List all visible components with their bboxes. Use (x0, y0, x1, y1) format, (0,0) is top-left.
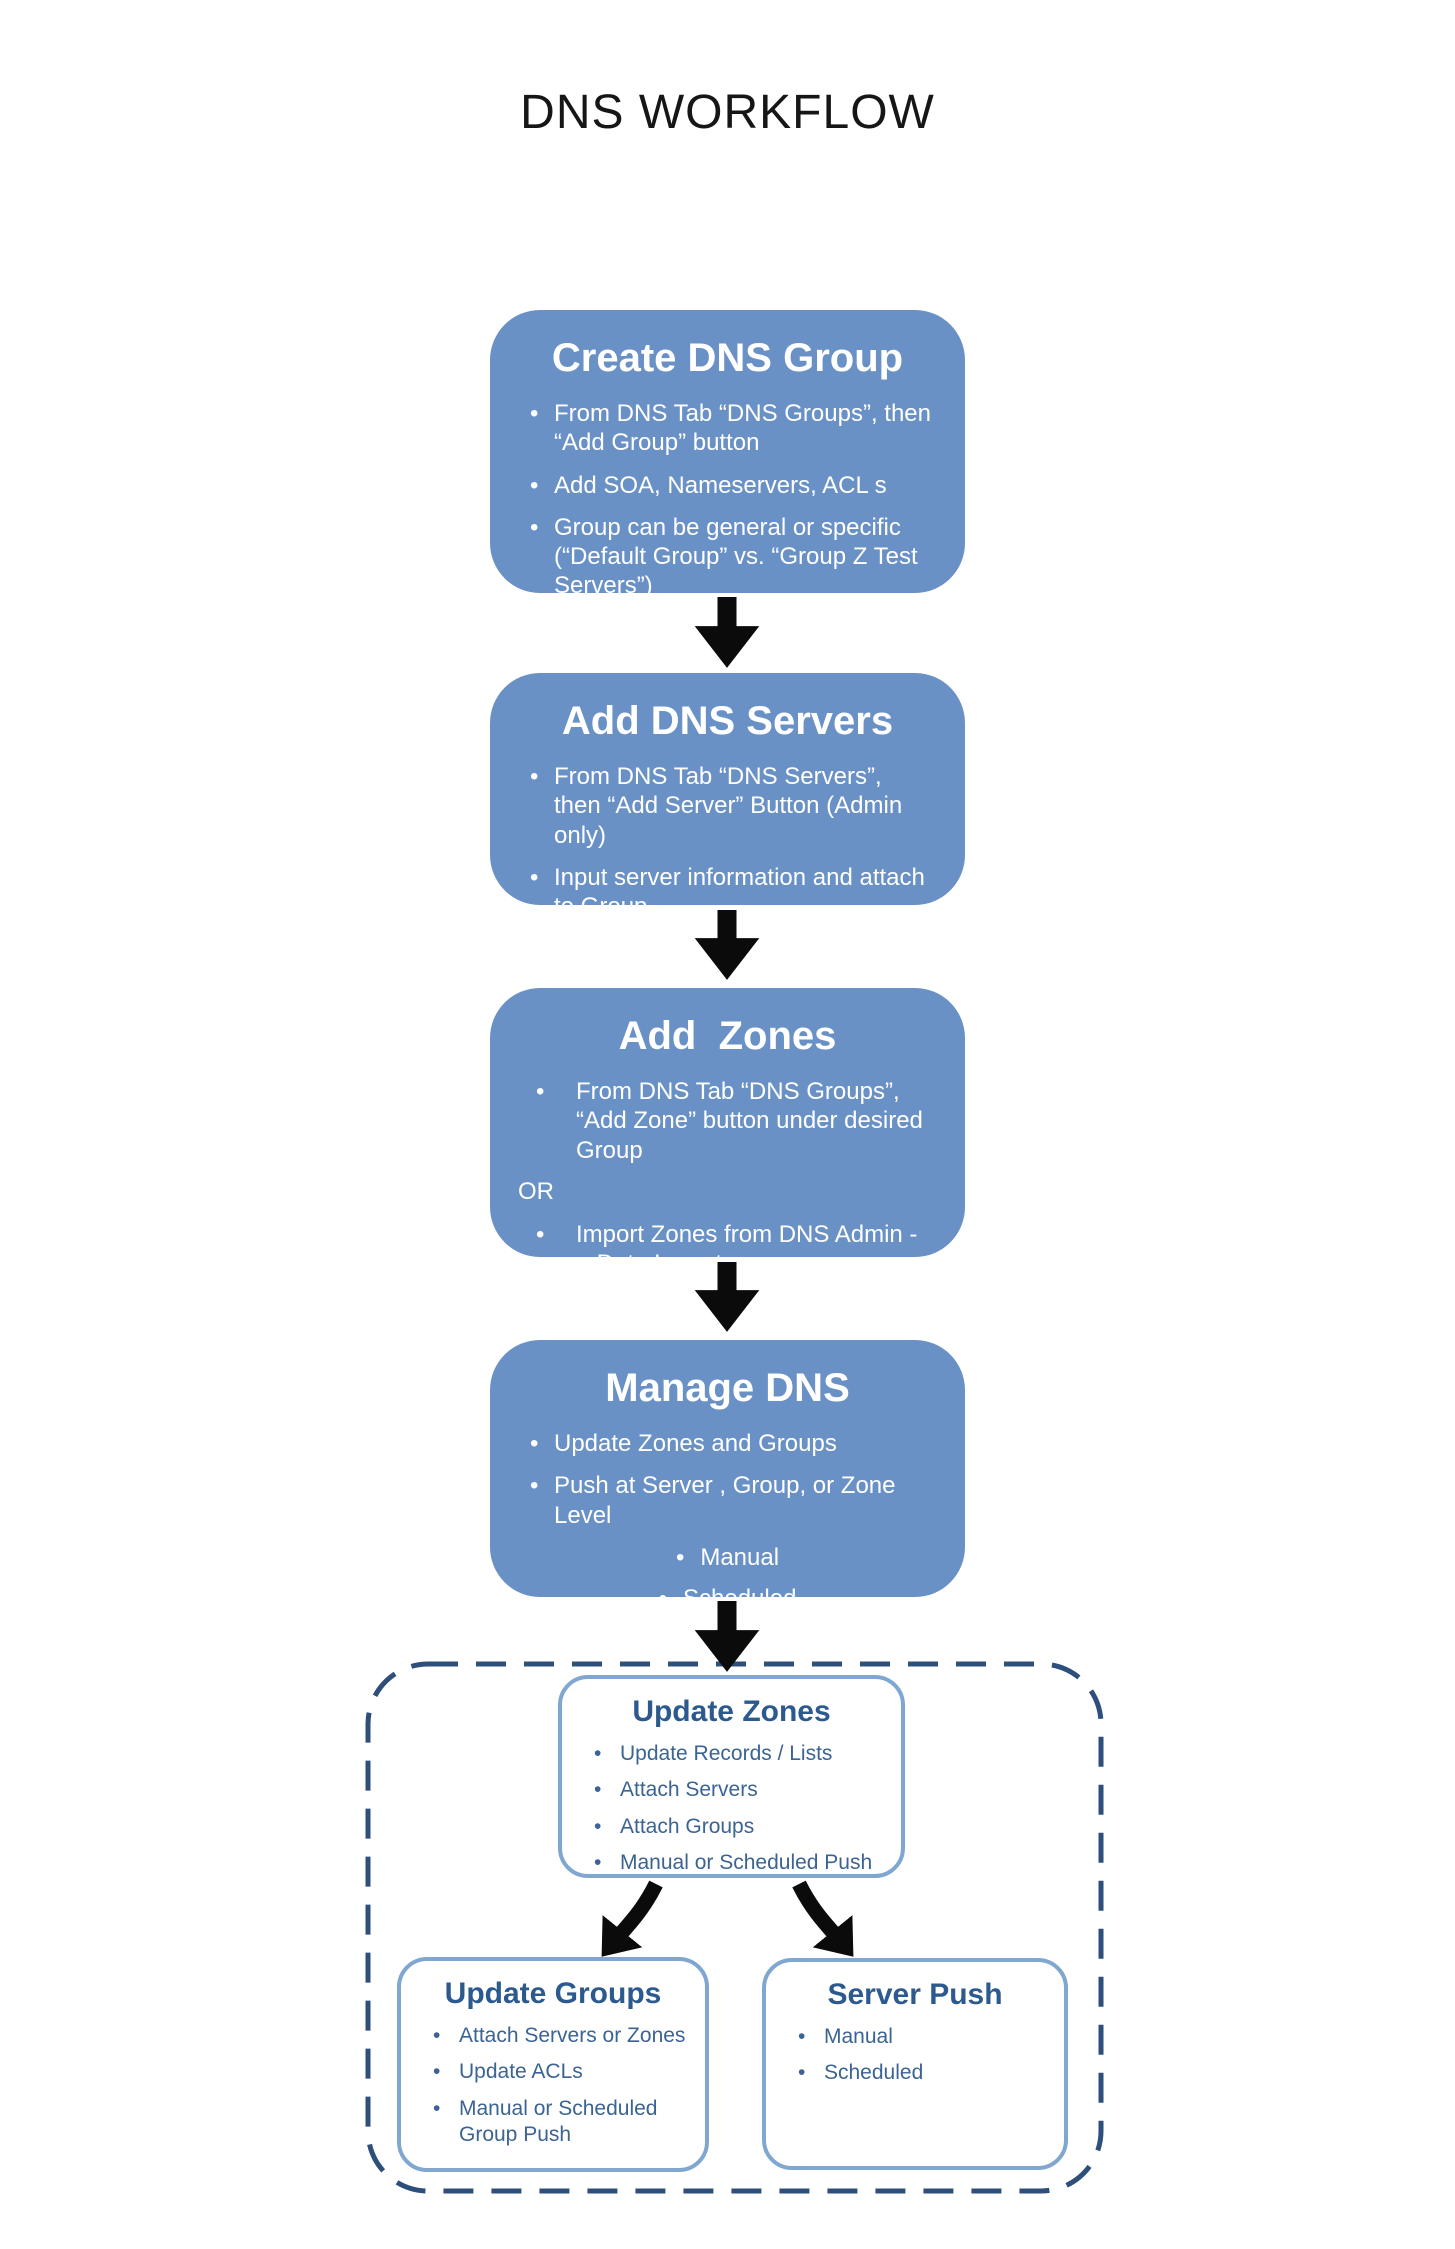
curved-arrow-left-icon (601, 1880, 663, 1957)
server-push-bullets: Manual Scheduled (784, 2024, 1046, 2087)
add-dns-servers-bullets: From DNS Tab “DNS Servers”, then “Add Se… (524, 762, 931, 921)
bullet-item: Group can be general or specific (“Defau… (524, 513, 931, 601)
bullet-item: Update Records / Lists (580, 1741, 883, 1768)
sub-bullet-item: Manual (524, 1543, 931, 1572)
add-dns-servers-title: Add DNS Servers (561, 699, 894, 743)
bullet-item: Attach Servers or Zones (419, 2023, 687, 2050)
curved-arrow-right-icon (792, 1880, 854, 1957)
manage-dns-sub-bullets: Manual Scheduled (524, 1543, 931, 1614)
bullet-item: Update ACLs (419, 2059, 687, 2086)
bullet-item: Manual or Scheduled Push (580, 1850, 883, 1877)
add-zones-option-a: From DNS Tab “DNS Groups”, “Add Zone” bu… (524, 1077, 931, 1165)
update-groups-box: Update Groups Attach Servers or Zones Up… (397, 1957, 709, 2172)
bullet-item: Input server information and attach to G… (524, 863, 931, 922)
or-label: OR (518, 1177, 554, 1205)
create-dns-group-box: Create DNS Group From DNS Tab “DNS Group… (490, 310, 965, 599)
manage-dns-title: Manage DNS (605, 1366, 850, 1410)
bullet-item: Import Zones from DNS Admin -> Data Impo… (524, 1220, 931, 1279)
bullet-item: Attach Servers (580, 1777, 883, 1804)
bullet-item: Add SOA, Nameservers, ACL s (524, 471, 931, 501)
manage-dns-box: Manage DNS Update Zones and Groups Push … (490, 1340, 965, 1612)
update-zones-title: Update Zones (632, 1695, 831, 1728)
create-dns-group-bullets: From DNS Tab “DNS Groups”, then “Add Gro… (524, 399, 931, 601)
update-zones-box: Update Zones Update Records / Lists Atta… (558, 1675, 905, 1878)
add-zones-title: Add Zones (618, 1014, 837, 1058)
update-groups-title: Update Groups (444, 1977, 662, 2010)
bullet-item: From DNS Tab “DNS Groups”, then “Add Gro… (524, 399, 931, 458)
bullet-item: Attach Groups (580, 1814, 883, 1841)
create-dns-group-title: Create DNS Group (551, 336, 904, 380)
update-zones-bullets: Update Records / Lists Attach Servers At… (580, 1741, 883, 1876)
add-zones-option-b: Import Zones from DNS Admin -> Data Impo… (524, 1220, 931, 1279)
server-push-box: Server Push Manual Scheduled (762, 1958, 1068, 2170)
add-zones-box: Add Zones From DNS Tab “DNS Groups”, “Ad… (490, 988, 965, 1277)
bullet-item: Manual or Scheduled Group Push (419, 2096, 687, 2149)
bullet-item: From DNS Tab “DNS Servers”, then “Add Se… (524, 762, 931, 850)
bullet-item: Manual (784, 2024, 1046, 2051)
sub-bullet-item: Scheduled (524, 1584, 931, 1613)
manage-dns-bullets: Update Zones and Groups Push at Server ,… (524, 1429, 931, 1530)
bullet-item: Push at Server , Group, or Zone Level (524, 1471, 931, 1530)
add-dns-servers-box: Add DNS Servers From DNS Tab “DNS Server… (490, 673, 965, 920)
update-groups-bullets: Attach Servers or Zones Update ACLs Manu… (419, 2023, 687, 2148)
bullet-item: From DNS Tab “DNS Groups”, “Add Zone” bu… (524, 1077, 931, 1165)
server-push-title: Server Push (827, 1978, 1003, 2011)
page-title: DNS WORKFLOW (520, 86, 935, 139)
bullet-item: Update Zones and Groups (524, 1429, 931, 1459)
bullet-item: Scheduled (784, 2060, 1046, 2087)
